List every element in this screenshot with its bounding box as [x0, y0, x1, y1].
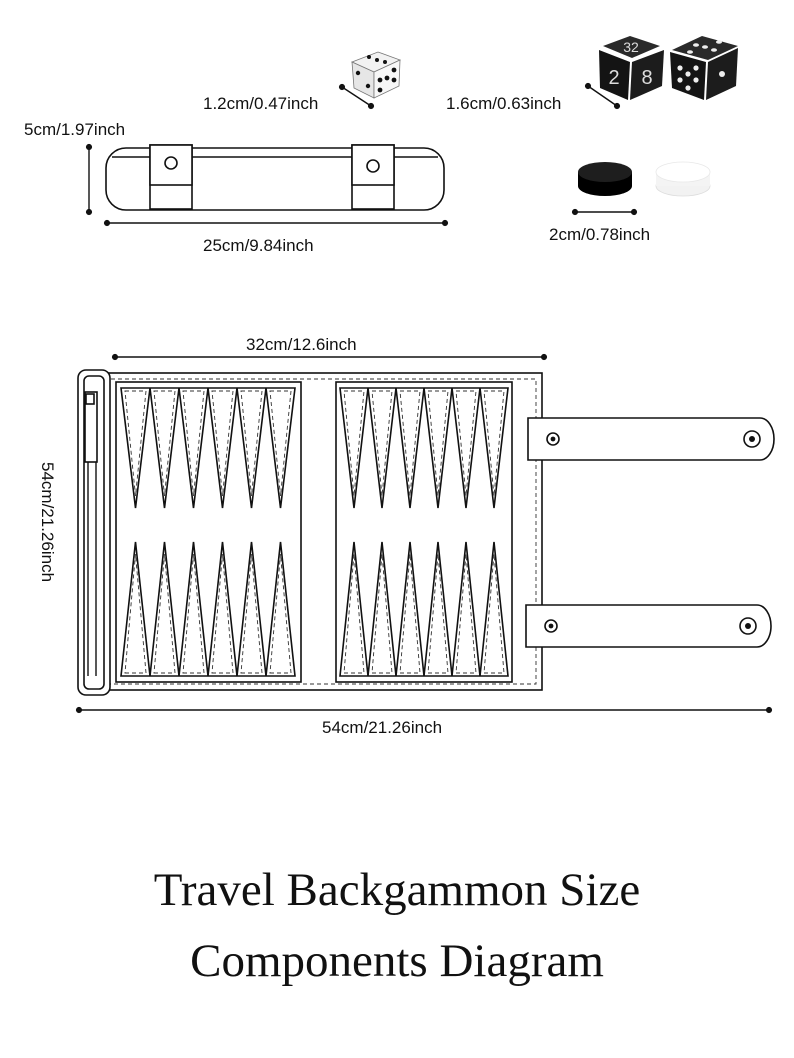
checker-white: [655, 161, 711, 197]
rolled-strap-right: [351, 144, 395, 210]
checker-dimension: 2cm/0.78inch: [549, 208, 650, 244]
right-play-area: [335, 381, 513, 683]
rolled-strap-left: [149, 144, 193, 210]
strap-top: [527, 417, 775, 461]
right-bottom-points: [339, 541, 509, 677]
board-width-dimension: 32cm/12.6inch: [111, 335, 548, 361]
checker-black: [578, 162, 632, 196]
title-line-1: Travel Backgammon Size: [154, 864, 640, 916]
right-top-points: [339, 387, 509, 509]
board-roll-end: [77, 369, 111, 696]
board-points: [120, 387, 509, 677]
board-width-label: 32cm/12.6inch: [246, 335, 357, 354]
strap-bottom: [525, 604, 772, 648]
open-board: [77, 369, 775, 696]
roll-height-dimension: 5cm/1.97inch: [24, 120, 125, 216]
large-dice-label: 1.6cm/0.63inch: [446, 94, 561, 113]
roll-length-label: 25cm/9.84inch: [203, 236, 314, 255]
large-dice-dimension: 1.6cm/0.63inch: [446, 82, 621, 113]
board-height-dimension: 54cm/21.26inch: [38, 462, 57, 582]
large-die-numbered: 32 2 8: [599, 36, 664, 100]
small-die-dimension: 1.2cm/0.47inch: [203, 83, 375, 113]
die-face-right: 8: [641, 67, 652, 89]
rolled-case: [105, 144, 445, 211]
die-face-left: 2: [608, 67, 619, 89]
small-die-label: 1.2cm/0.47inch: [203, 94, 318, 113]
large-die-pips: [670, 36, 738, 100]
left-top-points: [120, 387, 296, 509]
roll-length-dimension: 25cm/9.84inch: [103, 219, 449, 255]
open-length-dimension: 54cm/21.26inch: [75, 706, 773, 737]
board-height-label: 54cm/21.26inch: [38, 462, 57, 582]
left-bottom-points: [120, 541, 296, 677]
title-line-2: Components Diagram: [190, 935, 604, 987]
small-die: [350, 51, 402, 99]
checker-label: 2cm/0.78inch: [549, 225, 650, 244]
open-length-label: 54cm/21.26inch: [322, 718, 442, 737]
roll-height-label: 5cm/1.97inch: [24, 120, 125, 139]
die-face-top: 32: [623, 39, 639, 55]
